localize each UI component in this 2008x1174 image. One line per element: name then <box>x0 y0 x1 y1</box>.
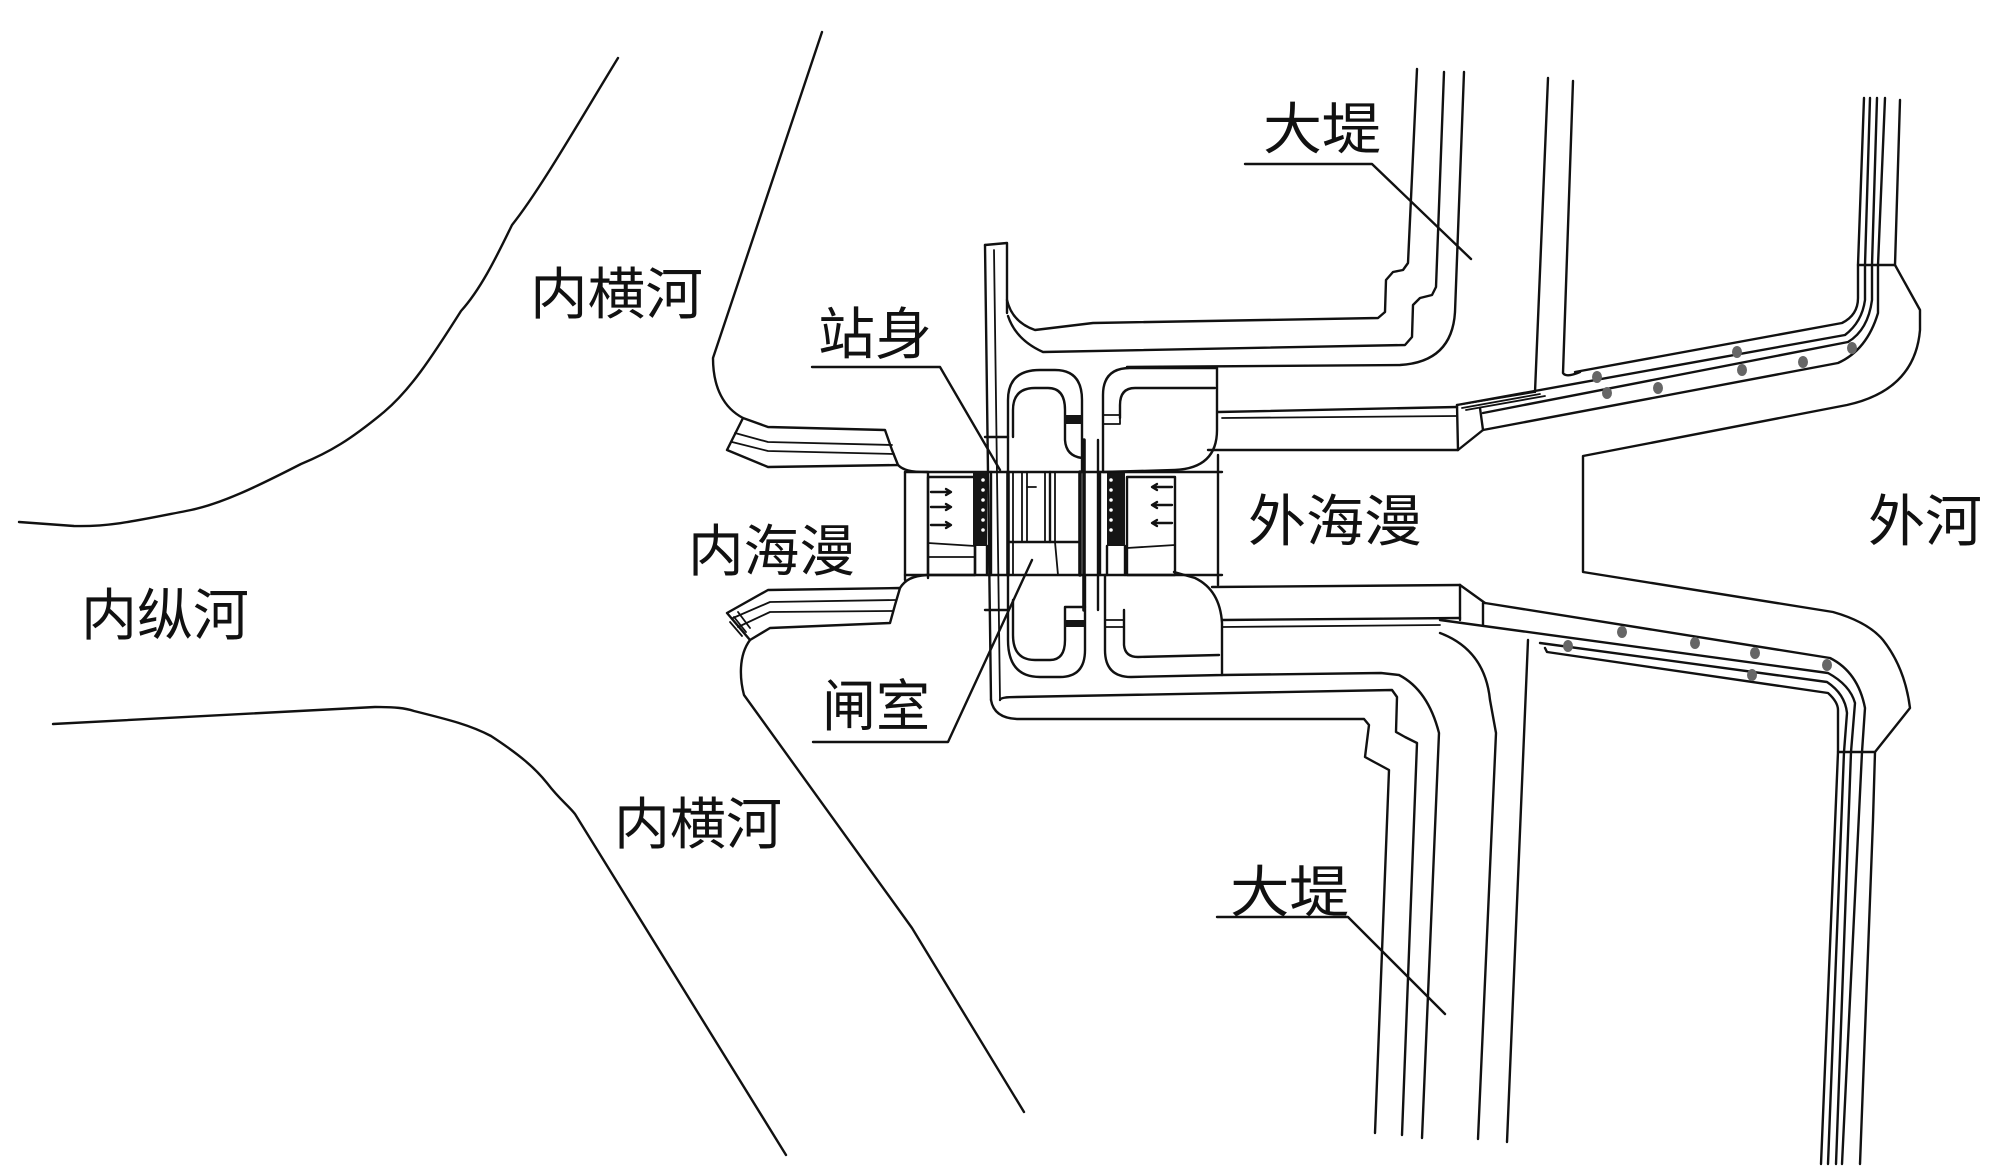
upper-left-river-bank <box>17 56 620 528</box>
upper-dike-line-a <box>1005 67 1419 332</box>
leader-sluice-chamber <box>811 558 1034 744</box>
upper-dike-line-e <box>1561 79 1582 377</box>
station-body-pump-room <box>989 438 1102 612</box>
revetment-dots-lower <box>1563 626 1832 681</box>
label-inner-cross-river-lower: 内横河 <box>614 793 782 858</box>
outer-channel-wall-upper <box>1206 391 1546 452</box>
label-dike-lower: 大堤 <box>1230 861 1349 926</box>
lower-flow-passage-right <box>1103 570 1224 679</box>
upper-dike-line-b <box>1006 70 1446 354</box>
outer-channel-wall-lower <box>1210 583 1487 628</box>
lower-left-river-bank <box>51 705 788 1157</box>
upper-dike <box>1005 67 1582 394</box>
upper-flow-passage-right <box>1101 366 1219 474</box>
upper-flow-passage-left <box>1006 368 1084 474</box>
upper-dike-line-c <box>1125 70 1466 369</box>
lower-flow-passage-left <box>1006 573 1087 679</box>
leader-station-body <box>810 365 1002 472</box>
station-channel <box>903 438 1224 612</box>
inner-longitudinal-river-banks <box>17 30 1026 1157</box>
trash-rack-left <box>973 472 989 577</box>
flow-arrows-left <box>929 487 953 530</box>
outer-revetment-lower <box>1438 601 1877 1166</box>
inner-wing-wall-upper <box>725 416 929 474</box>
label-inner-cross-river-upper: 内横河 <box>530 263 703 328</box>
label-outer-apron: 外海漫 <box>1248 490 1422 555</box>
outer-revetment-upper <box>1455 96 1922 1166</box>
label-sluice-chamber: 闸室 <box>822 675 930 740</box>
flow-arrows-right <box>1150 482 1174 528</box>
leader-dike-lower <box>1215 915 1447 1016</box>
lower-dike <box>989 631 1530 1144</box>
inner-wing-wall-lower <box>725 573 929 642</box>
label-inner-longitudinal-river: 内纵河 <box>81 584 249 649</box>
label-outer-river: 外河 <box>1868 490 1982 555</box>
lower-cross-river-bank <box>739 638 1026 1114</box>
revetment-dots-upper <box>1592 342 1857 399</box>
label-inner-apron: 内海漫 <box>688 520 855 585</box>
outer-river-bank <box>1581 98 1922 1166</box>
label-station-body: 站身 <box>818 303 932 368</box>
upper-cross-river-bank <box>711 30 824 420</box>
labels: 大堤 内横河 站身 内海漫 内纵河 外海漫 外河 闸室 内横河 大堤 <box>81 98 1982 926</box>
leader-lines <box>810 162 1473 1016</box>
trash-rack-right <box>1105 472 1127 577</box>
leader-dike-upper <box>1243 162 1473 261</box>
t-shaped-partition <box>983 241 1010 702</box>
label-dike-upper: 大堤 <box>1263 98 1381 163</box>
upper-dike-line-d <box>1533 76 1550 394</box>
